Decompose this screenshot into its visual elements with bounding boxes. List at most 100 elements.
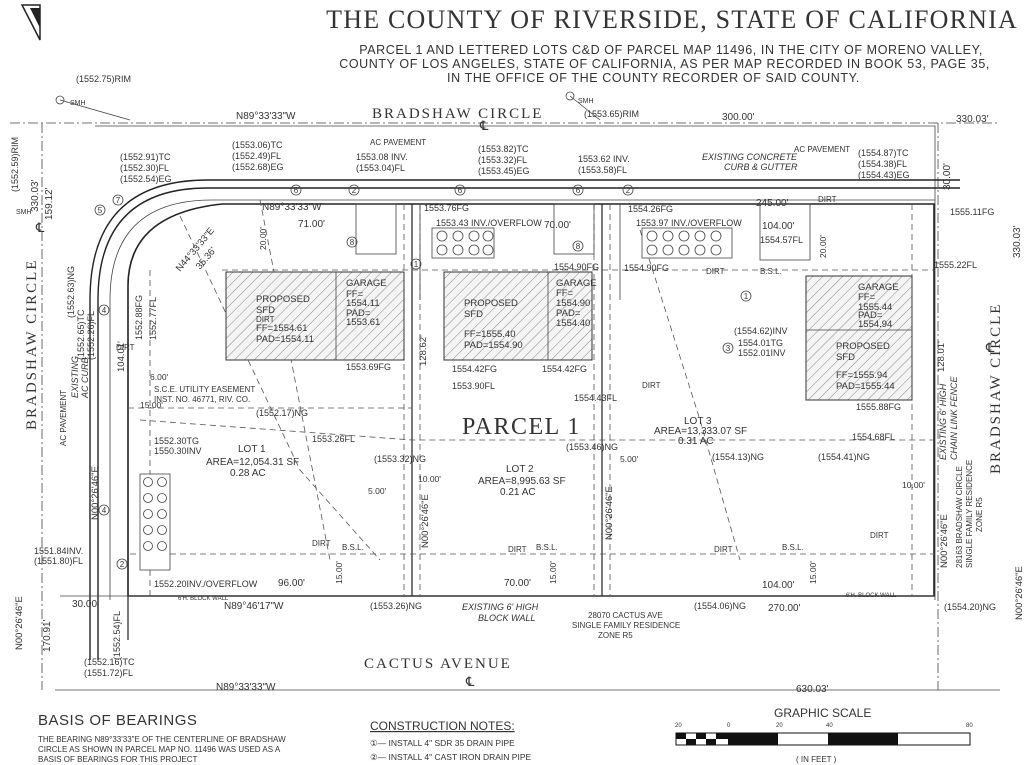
basis-line-2: CIRCLE AS SHOWN IN PARCEL MAP NO. 11496 …: [38, 745, 281, 754]
callout-icon: 7: [112, 194, 124, 206]
smh-label-3: SMH: [16, 209, 32, 216]
drywell-group-2: [641, 227, 733, 259]
sheet-subtitle-1: PARCEL 1 AND LETTERED LOTS C&D OF PARCEL…: [359, 43, 983, 57]
dist-20b: 20.00': [818, 235, 828, 258]
house-3-ff: FF=1555.94: [836, 370, 888, 381]
svg-text:8: 8: [350, 238, 355, 247]
graphic-scale: GRAPHIC SCALE 20 0 20 40 80 ( IN FEET ): [675, 706, 973, 764]
house-1-garage-pad-val: 1553.61: [346, 317, 380, 328]
dist-5b: 5.00': [620, 454, 639, 464]
sheet-subtitle-3: IN THE OFFICE OF THE COUNTY RECORDER OF …: [447, 71, 860, 85]
callout-icon: 5: [94, 204, 106, 216]
elev-ng6: (1553.26)NG: [370, 601, 422, 611]
bearing-top: N89°33'33"W: [236, 111, 296, 122]
svg-text:6: 6: [576, 186, 581, 195]
elev-fl2: (1552.49)FL: [232, 151, 281, 161]
dist-rear-70: 70.00': [504, 578, 531, 589]
elev-eg1: (1552.54)EG: [120, 174, 172, 184]
elev-fg11: 1552.88FG: [134, 295, 144, 340]
callout-icon: 6: [454, 184, 466, 196]
elev-fg2: 1554.26FG: [628, 204, 673, 214]
bearing-lot-line-1: N00°26'46"E: [420, 494, 431, 548]
elev-inv1: 1553.08 INV.: [356, 152, 408, 162]
smh-label: SMH: [70, 100, 86, 107]
drywell-group-1: [431, 227, 495, 259]
callout-icon: 2: [116, 558, 128, 570]
dist-10a: 10.00': [418, 474, 441, 484]
house-1-footprint: [225, 271, 405, 361]
elev-fg8: 1553.90FL: [452, 381, 495, 391]
callout-icon: [55, 95, 65, 105]
dirt-label: DIRT: [714, 545, 733, 554]
dist-6: 6.00': [150, 372, 169, 382]
house-2-proposed: PROPOSED: [464, 298, 518, 309]
elev-fl3: (1553.04)FL: [356, 163, 405, 173]
cactus-res-2: SINGLE FAMILY RESIDENCE: [572, 621, 680, 630]
elev-inv7: 1552.01INV: [738, 348, 786, 358]
smh-label-2: SMH: [578, 98, 594, 105]
bearing-west: N00°26'46"E: [90, 466, 101, 520]
dist-top-330: 330.03': [956, 114, 989, 125]
house-3-garage-ff: FF=: [858, 292, 876, 303]
svg-text:5: 5: [98, 206, 103, 215]
note-2: ②— INSTALL 4" CAST IRON DRAIN PIPE: [370, 752, 531, 762]
elev-inv8: 1550.30INV: [154, 446, 202, 456]
elev-fg6: 1554.42FG: [452, 364, 497, 374]
bsl-label: B.S.L.: [760, 267, 782, 276]
elev-fl11: 1553.26FL: [312, 434, 355, 444]
dist-side-128a: 128.62': [418, 335, 429, 366]
house-2-sfd: SFD: [464, 309, 483, 320]
callout-icon: 4: [98, 304, 110, 316]
svg-text:4: 4: [102, 506, 107, 515]
dirt-label: DIRT: [642, 381, 661, 390]
elev-fl5: (1553.58)FL: [578, 165, 627, 175]
callout-icon: 4: [98, 504, 110, 516]
street-cactus: CACTUS AVENUE: [364, 656, 512, 672]
sheet-title: THE COUNTY OF RIVERSIDE, STATE OF CALIFO…: [326, 5, 1018, 34]
house-1-garage: GARAGE: [346, 278, 387, 289]
callout-icon: 6: [572, 184, 584, 196]
elev-ng5: (1554.41)NG: [818, 452, 870, 462]
easement-1: S.C.E. UTILITY EASEMENT: [154, 385, 255, 394]
dist-front-104: 104.00': [762, 221, 795, 232]
callout-icon: 3: [722, 342, 734, 354]
bearing-far-right: N00°26'46"E: [1014, 566, 1024, 620]
block-wall-small: 6'H. BLOCK WALL: [178, 596, 229, 602]
house-2-garage: GARAGE: [556, 278, 597, 289]
note-1: ①— INSTALL 4" SDR 35 DRAIN PIPE: [370, 738, 515, 748]
elev-inv9: 1551.84INV.: [34, 546, 83, 556]
elev-fg12: 1552.77FL: [148, 297, 158, 340]
elev-fl4: (1553.32)FL: [478, 155, 527, 165]
elev-inv5: (1554.62)INV: [734, 326, 788, 336]
dist-south-270: 270.00': [768, 603, 801, 614]
dist-top-300: 300.00': [722, 112, 755, 123]
dist-n-159: 159.12': [44, 187, 55, 220]
dist-right-330: 330.03': [1012, 225, 1023, 258]
dist-left-330: 330.03': [30, 179, 41, 212]
dist-s-170: 170.91': [42, 619, 53, 652]
svg-text:6: 6: [458, 186, 463, 195]
block-wall-1: EXISTING 6' HIGH: [462, 602, 539, 612]
curb-gutter: CURB & GUTTER: [724, 162, 798, 172]
elev-fl9: 1555.22FL: [934, 260, 977, 270]
elev-tc7: (1552.59)RIM: [10, 137, 20, 192]
dirt-label: DIRT: [256, 315, 275, 324]
elev-fl6: (1554.38)FL: [858, 159, 907, 169]
house-2-footprint: [443, 271, 593, 361]
house-2-pad: PAD=1554.90: [464, 340, 523, 351]
lot-3-area: AREA=13,333.07 SF: [654, 426, 747, 437]
elev-eg3: (1553.45)EG: [478, 166, 530, 176]
elev-ng3: (1553.46)NG: [566, 442, 618, 452]
dist-w-30b: 30.00': [942, 163, 953, 190]
dist-rear-104: 104.00': [762, 580, 795, 591]
block-wall-2: BLOCK WALL: [478, 613, 535, 623]
svg-text:1: 1: [744, 292, 749, 301]
elev-tc1: (1552.91)TC: [120, 152, 171, 162]
dist-front-70: 70.00': [544, 220, 571, 231]
house-1-garage-pad: PAD=: [346, 308, 371, 319]
lot-2-name: LOT 2: [506, 464, 534, 475]
dist-w-30: 30.00': [72, 599, 99, 610]
svg-text:8: 8: [576, 242, 581, 251]
callout-icon: 2: [622, 184, 634, 196]
